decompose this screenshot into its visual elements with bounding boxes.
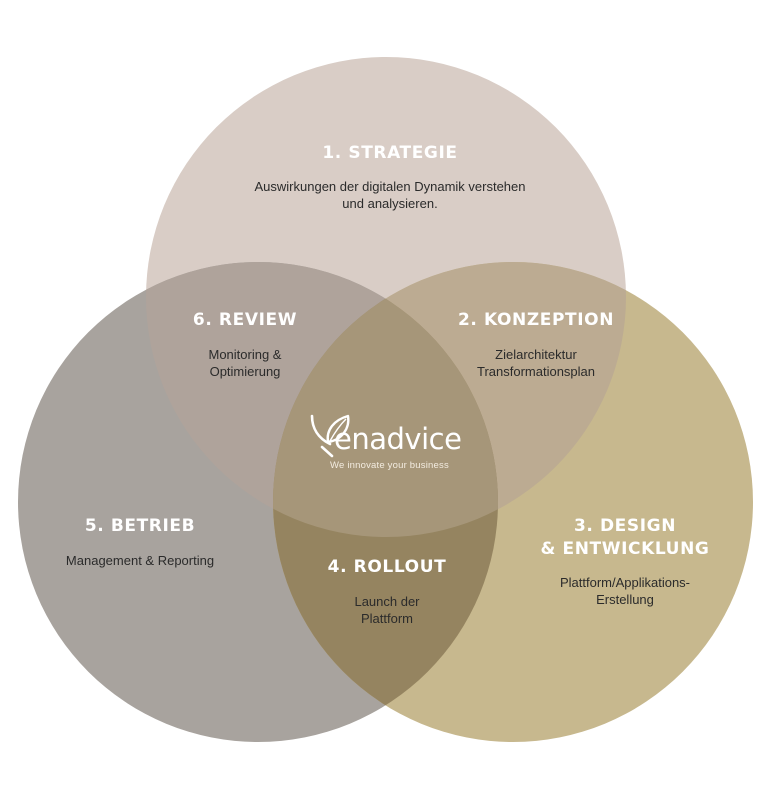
review-title: 6. REVIEW [192,310,298,330]
segment-betrieb: 5. BETRIEB Management & Reporting [66,515,214,569]
segment-strategie: 1. STRATEGIE Auswirkungen der digitalen … [255,142,526,212]
strategie-desc-line: Auswirkungen der digitalen Dynamik verst… [254,179,526,194]
konzeption-desc: Zielarchitektur Transformationsplan [458,346,614,380]
logo: enadvice We innovate your business [308,412,462,474]
design-desc: Plattform/Applikations- Erstellung [541,574,710,608]
review-desc-line: Optimierung [209,364,281,379]
design-title-line: 3. DESIGN [573,516,677,536]
rollout-desc-line: Launch der [354,594,420,609]
design-desc-line: Plattform/Applikations- [559,575,691,590]
rollout-title: 4. ROLLOUT [327,557,447,577]
betrieb-desc: Management & Reporting [66,552,214,569]
logo-tagline: We innovate your business [330,460,449,471]
betrieb-title: 5. BETRIEB [84,516,196,536]
konzeption-desc-line: Transformationsplan [476,364,595,379]
design-desc-line: Erstellung [596,592,654,607]
segment-review: 6. REVIEW Monitoring & Optimierung [193,309,297,380]
review-desc-line: Monitoring & [208,347,282,362]
rollout-desc: Launch der Plattform [328,593,447,627]
segment-design: 3. DESIGN & ENTWICKLUNG Plattform/Applik… [541,515,710,608]
design-title: 3. DESIGN & ENTWICKLUNG [541,515,710,561]
strategie-desc: Auswirkungen der digitalen Dynamik verst… [255,178,526,212]
rollout-desc-line: Plattform [360,611,414,626]
segment-rollout: 4. ROLLOUT Launch der Plattform [328,556,447,627]
segment-konzeption: 2. KONZEPTION Zielarchitektur Transforma… [458,309,614,380]
konzeption-title: 2. KONZEPTION [457,310,615,330]
betrieb-desc-line: Management & Reporting [65,553,215,568]
logo-name: enadvice [334,422,462,456]
design-title-line: & ENTWICKLUNG [540,539,710,559]
leaf-icon [310,414,350,458]
strategie-title: 1. STRATEGIE [322,143,458,163]
strategie-desc-line: und analysieren. [342,196,438,211]
review-desc: Monitoring & Optimierung [193,346,297,380]
konzeption-desc-line: Zielarchitektur [495,347,577,362]
overlap-center [273,262,498,537]
